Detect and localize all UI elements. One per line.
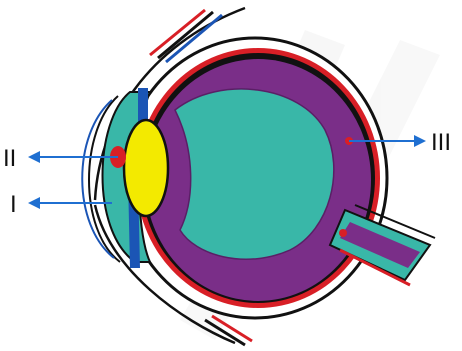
lens (124, 120, 168, 216)
label-i: I (10, 191, 17, 218)
label-ii: II (3, 145, 16, 172)
label-iii: III (431, 129, 451, 156)
